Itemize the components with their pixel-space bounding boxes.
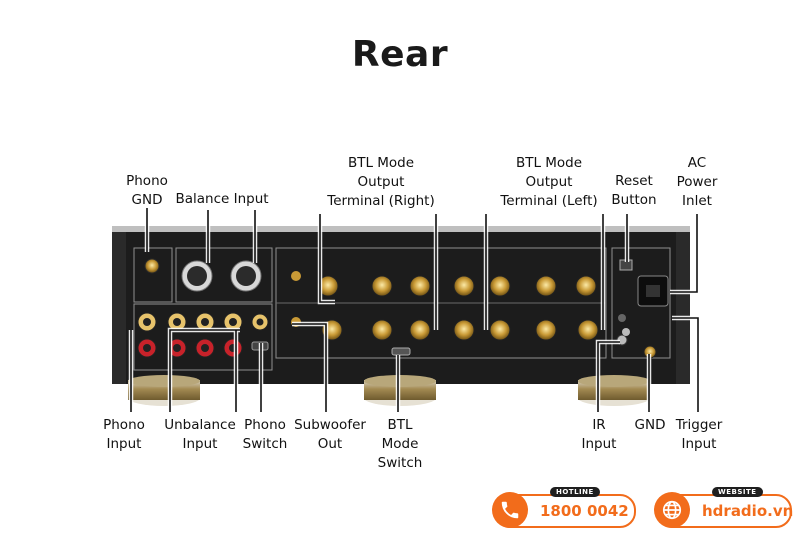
hotline-tag: HOTLINE [550, 487, 600, 497]
label-gnd: GND [634, 417, 666, 433]
website-url[interactable]: hdradio.vn [702, 502, 794, 520]
page-title: Rear [351, 34, 449, 75]
website-tag: WEBSITE [712, 487, 763, 497]
xlr-inputs [181, 260, 262, 292]
hotline-badge[interactable]: HOTLINE 1800 0042 [492, 487, 636, 528]
label-balance-input: Balance Input [175, 191, 269, 207]
hotline-number[interactable]: 1800 0042 [540, 502, 629, 520]
website-badge[interactable]: WEBSITE hdradio.vn [654, 487, 794, 528]
globe-icon [654, 492, 690, 528]
callout-lines [130, 208, 699, 412]
phone-icon [492, 492, 528, 528]
rca-inputs [137, 312, 269, 358]
